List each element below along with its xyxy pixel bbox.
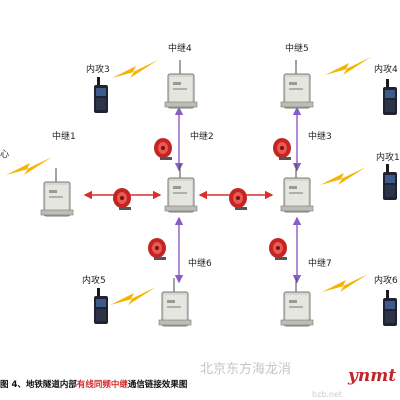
radio-unit-p3	[94, 77, 108, 113]
repeater-unit-r3	[280, 163, 314, 213]
cable-reel	[269, 238, 287, 260]
figure-caption: 图 4、地铁隧道内部有线同频中继通信链接效果图	[0, 378, 400, 390]
repeater-unit-r2	[164, 163, 198, 213]
radio-unit-p6	[383, 290, 397, 326]
caption-prefix: 图 4、地铁隧道内部	[0, 380, 77, 390]
cable-reel	[113, 188, 131, 210]
repeater-unit-r5	[280, 59, 314, 109]
caption-suffix: 通信链接效果图	[127, 380, 188, 390]
repeater-label-r7: 中继7	[308, 257, 332, 269]
repeater-label-r3: 中继3	[308, 130, 332, 142]
signal-bolt-center	[6, 157, 52, 175]
signal-bolt-p5	[110, 287, 156, 305]
repeater-unit-r6	[158, 277, 192, 327]
watermark-url: bzb.net	[312, 390, 343, 399]
caption-highlight: 有线同频中继	[76, 380, 128, 390]
repeater-unit-r4	[164, 59, 198, 109]
radio-label-p1: 内攻1	[376, 151, 400, 163]
signal-bolt-p4	[325, 57, 371, 75]
radio-unit-p1	[383, 164, 397, 200]
radio-label-p3: 内攻3	[86, 63, 110, 75]
signal-bolt-p1	[320, 167, 366, 185]
repeater-unit-r1	[40, 167, 74, 217]
watermark-brand: ynmt	[348, 366, 397, 386]
radio-unit-p5	[94, 288, 108, 324]
repeater-unit-r7	[280, 277, 314, 327]
radio-unit-p4	[383, 79, 397, 115]
repeater-label-r6: 中继6	[188, 257, 212, 269]
signal-bolt-p6	[322, 274, 368, 292]
watermark-chinese: 北京东方海龙消	[200, 362, 292, 377]
cable-reel	[154, 138, 172, 160]
signal-bolt-p3	[112, 60, 158, 78]
cable-reel	[229, 188, 247, 210]
command-center-label: 心	[0, 149, 9, 160]
repeater-label-r5: 中继5	[285, 42, 309, 54]
repeater-label-r2: 中继2	[190, 130, 214, 142]
cable-reel	[148, 238, 166, 260]
repeater-label-r4: 中继4	[168, 42, 192, 54]
radio-label-p6: 内攻6	[374, 274, 398, 286]
cable-reel	[273, 138, 291, 160]
radio-label-p4: 内攻4	[374, 63, 398, 75]
radio-label-p5: 内攻5	[82, 274, 106, 286]
repeater-label-r1: 中继1	[52, 130, 76, 142]
